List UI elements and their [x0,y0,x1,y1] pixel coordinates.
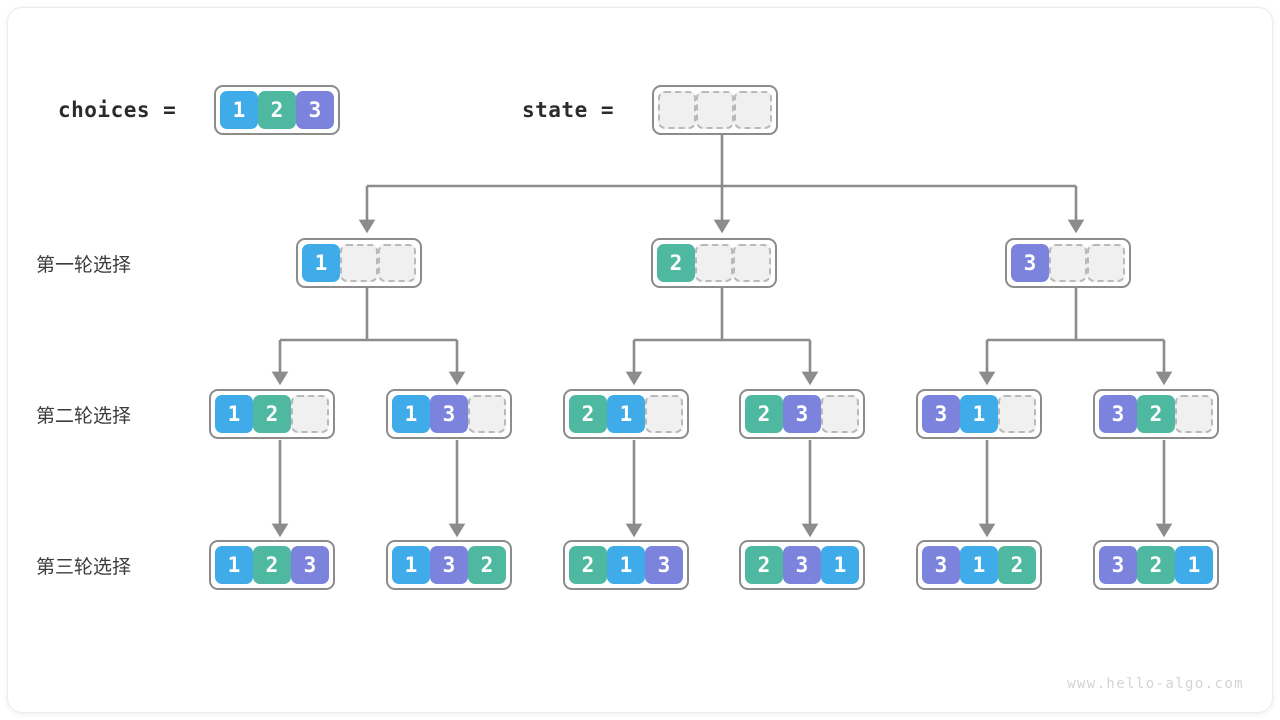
round3-node1-cell-0: 1 [215,546,253,584]
node-round1-3: 3 [1005,238,1131,288]
state-cell-empty-0 [658,91,696,129]
round3-node6-cell-1: 2 [1137,546,1175,584]
round2-node5-cell-empty-2 [998,395,1036,433]
choices-cell-0: 1 [220,91,258,129]
round2-node6-cell-0: 3 [1099,395,1137,433]
round3-node2-cell-2: 2 [468,546,506,584]
round2-node3-cell-1: 1 [607,395,645,433]
round2-node2-cell-1: 3 [430,395,468,433]
round3-node3-cell-1: 1 [607,546,645,584]
round1-node1-cell-empty-1 [340,244,378,282]
round3-node5-cell-2: 2 [998,546,1036,584]
round2-node4-cell-1: 3 [783,395,821,433]
round3-node3-cell-2: 3 [645,546,683,584]
row-label-round-2: 第二轮选择 [36,405,132,427]
round1-node3-cell-empty-1 [1049,244,1087,282]
choices-cell-1: 2 [258,91,296,129]
round1-node2-cell-0: 2 [657,244,695,282]
round2-node4-cell-empty-2 [821,395,859,433]
state-array [652,85,778,135]
round2-node5-cell-1: 1 [960,395,998,433]
round2-node6-cell-1: 2 [1137,395,1175,433]
round3-node1-cell-1: 2 [253,546,291,584]
node-round1-1: 1 [296,238,422,288]
round1-node2-cell-empty-1 [695,244,733,282]
choices-label: choices = [58,98,177,122]
round3-node5-cell-0: 3 [922,546,960,584]
round1-node1-cell-0: 1 [302,244,340,282]
round3-node4-cell-1: 3 [783,546,821,584]
state-cell-empty-2 [734,91,772,129]
round3-node4-cell-2: 1 [821,546,859,584]
round3-node2-cell-1: 3 [430,546,468,584]
round2-node2-cell-empty-2 [468,395,506,433]
round3-node6-cell-2: 1 [1175,546,1213,584]
round1-node3-cell-empty-2 [1087,244,1125,282]
round3-node6-cell-0: 3 [1099,546,1137,584]
round2-node4-cell-0: 2 [745,395,783,433]
round2-node1-cell-empty-2 [291,395,329,433]
round3-node1-cell-2: 3 [291,546,329,584]
choices-cell-2: 3 [296,91,334,129]
round3-node4-cell-0: 2 [745,546,783,584]
round3-node5-cell-1: 1 [960,546,998,584]
round2-node6-cell-empty-2 [1175,395,1213,433]
state-cell-empty-1 [696,91,734,129]
row-label-round-3: 第三轮选择 [36,556,132,578]
row-label-round-1: 第一轮选择 [36,254,132,276]
round1-node3-cell-0: 3 [1011,244,1049,282]
round2-node3-cell-empty-2 [645,395,683,433]
node-round1-2: 2 [651,238,777,288]
round2-node1-cell-0: 1 [215,395,253,433]
round1-node1-cell-empty-2 [378,244,416,282]
round3-node2-cell-0: 1 [392,546,430,584]
state-label: state = [522,98,615,122]
round2-node1-cell-1: 2 [253,395,291,433]
round3-node3-cell-0: 2 [569,546,607,584]
round2-node3-cell-0: 2 [569,395,607,433]
watermark: www.hello-algo.com [1067,676,1244,692]
round1-node2-cell-empty-2 [733,244,771,282]
diagram-card [8,8,1272,712]
round2-node5-cell-0: 3 [922,395,960,433]
round2-node2-cell-0: 1 [392,395,430,433]
